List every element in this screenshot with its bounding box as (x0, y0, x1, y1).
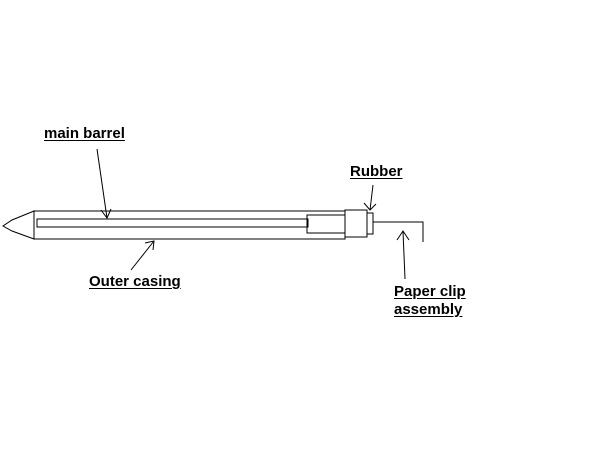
paper-clip-arrow (402, 230, 406, 280)
outer-casing-label: Outer casing (89, 273, 181, 290)
paper-clip-wire (373, 221, 424, 242)
main-barrel-label: main barrel (44, 125, 125, 142)
paper-clip-arrowhead (396, 230, 410, 241)
rubber-label: Rubber (350, 163, 403, 180)
rubber (344, 209, 368, 238)
main-barrel-arrow (96, 148, 108, 219)
main-barrel (36, 218, 309, 228)
paper-clip-label-line2: assembly (394, 301, 463, 318)
outer-casing (33, 210, 346, 240)
rubber-arrow (369, 184, 374, 211)
paper-clip-assembly-label: Paper clip assembly (394, 283, 466, 319)
inner-plug (306, 214, 346, 234)
pencil-tip (2, 210, 35, 240)
rubber-arrowhead (363, 202, 377, 211)
paper-clip-label-line1: Paper clip (394, 283, 466, 300)
outer-casing-arrow (130, 240, 155, 271)
outer-casing-arrowhead (144, 240, 155, 251)
end-cap (366, 212, 374, 235)
main-barrel-arrowhead (100, 208, 112, 219)
